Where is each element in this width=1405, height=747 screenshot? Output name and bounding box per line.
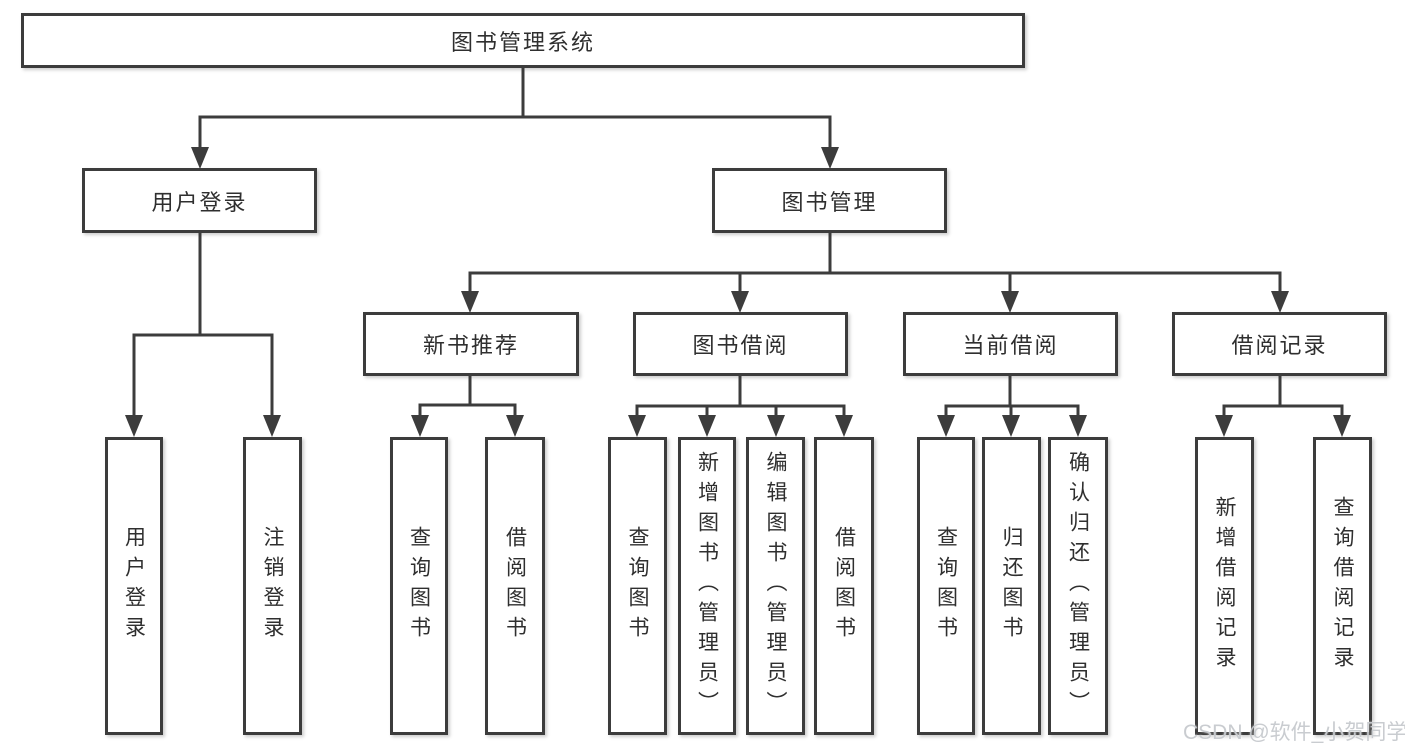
node-label: 新增借阅记录 <box>1213 496 1236 676</box>
arrowhead-icon <box>731 291 749 313</box>
node-label: 编辑图书（管理员） <box>764 451 787 721</box>
node-label: 查询借阅记录 <box>1331 496 1354 676</box>
node-label: 借阅记录 <box>1231 333 1328 358</box>
connector-book-borrowing-children <box>628 376 853 437</box>
connector-user-login-children <box>125 233 281 437</box>
arrowhead-icon <box>767 415 785 437</box>
arrowhead-icon <box>1002 415 1020 437</box>
node-label: 用户登录 <box>122 526 146 646</box>
node-label: 图书管理系统 <box>450 29 595 55</box>
node-label: 新书推荐 <box>422 333 519 358</box>
arrowhead-icon <box>411 415 429 437</box>
connector-root-to-level2 <box>191 66 839 169</box>
leaf-return-books: 归还图书 <box>982 437 1041 735</box>
leaf-confirm-return-admin: 确认归还（管理员） <box>1048 437 1108 735</box>
leaf-add-borrow-record: 新增借阅记录 <box>1195 437 1254 735</box>
node-label: 借阅图书 <box>832 526 856 646</box>
node-current-borrowing: 当前借阅 <box>903 312 1118 376</box>
node-label: 注销登录 <box>261 526 284 646</box>
node-label: 图书管理 <box>781 189 878 215</box>
connector-current-borrowing-children <box>937 376 1087 437</box>
arrowhead-icon <box>1215 415 1233 437</box>
arrowhead-icon <box>628 415 646 437</box>
node-label: 查询图书 <box>934 526 958 646</box>
connector-new-book-children <box>411 376 524 437</box>
leaf-query-books-borrowing: 查询图书 <box>608 437 667 735</box>
arrowhead-icon <box>835 415 853 437</box>
leaf-logout: 注销登录 <box>243 437 302 735</box>
leaf-add-book-admin: 新增图书（管理员） <box>678 437 736 735</box>
node-label: 新增图书（管理员） <box>695 451 719 721</box>
arrowhead-icon <box>191 147 209 169</box>
node-label: 用户登录 <box>151 189 248 215</box>
node-library-management-system: 图书管理系统 <box>21 13 1025 68</box>
connector-borrowing-records-children <box>1215 376 1351 437</box>
arrowhead-icon <box>125 415 143 437</box>
arrowhead-icon <box>461 291 479 313</box>
node-label: 查询图书 <box>626 526 649 646</box>
arrowhead-icon <box>1271 291 1289 313</box>
arrowhead-icon <box>937 415 955 437</box>
node-label: 图书借阅 <box>692 333 789 358</box>
leaf-query-books-current: 查询图书 <box>917 437 975 735</box>
node-label: 确认归还（管理员） <box>1066 451 1090 721</box>
connector-book-management-children <box>461 233 1289 313</box>
node-label: 借阅图书 <box>503 526 527 646</box>
leaf-edit-book-admin: 编辑图书（管理员） <box>746 437 805 735</box>
leaf-query-borrow-record: 查询借阅记录 <box>1313 437 1372 735</box>
node-book-borrowing: 图书借阅 <box>633 312 848 376</box>
node-user-login: 用户登录 <box>82 168 317 233</box>
node-label: 归还图书 <box>1000 526 1023 646</box>
node-label: 当前借阅 <box>962 333 1059 358</box>
arrowhead-icon <box>1069 415 1087 437</box>
arrowhead-icon <box>698 415 716 437</box>
node-label: 查询图书 <box>407 526 431 646</box>
arrowhead-icon <box>1001 291 1019 313</box>
arrowhead-icon <box>506 415 524 437</box>
arrowhead-icon <box>821 147 839 169</box>
leaf-query-books-newbook: 查询图书 <box>390 437 448 735</box>
node-new-book-recommendation: 新书推荐 <box>363 312 579 376</box>
leaf-user-login: 用户登录 <box>105 437 163 735</box>
watermark: CSDN @软件_小贺同学 <box>1183 721 1405 744</box>
arrowhead-icon <box>1333 415 1351 437</box>
arrowhead-icon <box>263 415 281 437</box>
leaf-borrow-books-borrowing: 借阅图书 <box>814 437 874 735</box>
node-borrowing-records: 借阅记录 <box>1172 312 1387 376</box>
node-book-management: 图书管理 <box>712 168 947 233</box>
leaf-borrow-books-newbook: 借阅图书 <box>485 437 545 735</box>
